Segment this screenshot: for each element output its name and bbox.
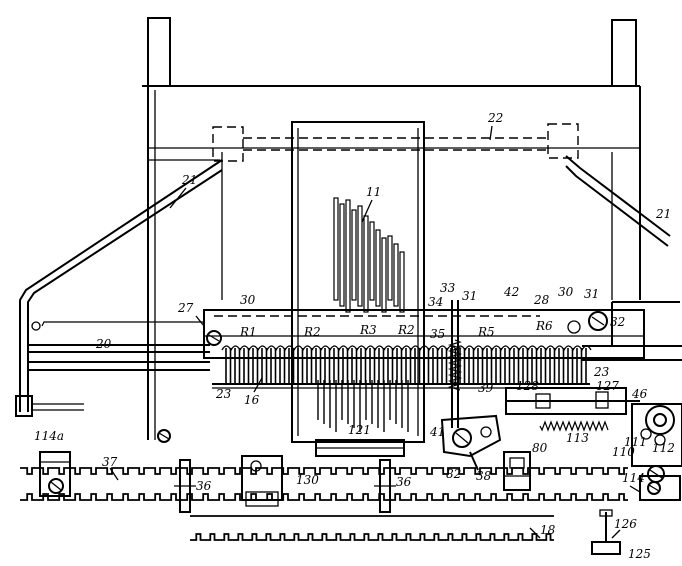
arm-21-left — [15, 159, 223, 417]
label-38: 38 — [476, 469, 492, 483]
arm-21-right — [565, 155, 671, 247]
label-130: 130 — [296, 473, 319, 487]
clamp-114a — [39, 451, 71, 497]
shaft-22 — [212, 123, 579, 162]
type-bar — [375, 229, 381, 307]
spring-coil — [41, 321, 203, 327]
lever-pivot-icon — [452, 428, 472, 448]
label-112: 112 — [652, 441, 675, 455]
carriage-30 — [203, 301, 682, 361]
label-35: 35 — [430, 327, 445, 341]
label-37: 37 — [102, 455, 118, 469]
label-22: 22 — [487, 111, 503, 125]
spring-coil — [447, 339, 463, 391]
label-30-left: 30 — [240, 293, 256, 307]
carriage-screw-left — [206, 330, 222, 346]
label-113: 113 — [566, 431, 589, 445]
reference-labels: 11 16 18 20 21 21 22 23 23 27 28 30 30 3… — [34, 111, 675, 561]
rail-20 — [28, 321, 210, 371]
comb-edge — [221, 345, 592, 352]
label-r6: R6 — [535, 319, 553, 333]
label-16: 16 — [244, 393, 260, 407]
label-42: 42 — [503, 285, 519, 299]
type-bar — [339, 203, 345, 307]
rack-bar-upper — [20, 467, 628, 501]
label-111: 111 — [624, 435, 647, 449]
label-32: 32 — [610, 315, 625, 329]
label-r2-left: R2 — [303, 325, 321, 339]
label-39: 39 — [478, 381, 494, 395]
rack-edge-bottom — [20, 493, 628, 501]
type-bar — [387, 235, 393, 301]
label-128: 128 — [516, 379, 539, 393]
label-20: 20 — [95, 337, 112, 351]
label-r2-right: R2 — [397, 323, 415, 337]
plate-121 — [315, 439, 405, 457]
spring-coil — [539, 420, 609, 432]
label-31-right: 31 — [584, 287, 599, 301]
upper-frame — [142, 17, 641, 440]
spring-35 — [447, 339, 463, 391]
slide-127 — [505, 387, 640, 415]
label-114: 114 — [622, 471, 645, 485]
label-r5: R5 — [477, 325, 495, 339]
type-bar — [351, 209, 357, 301]
label-23-left: 23 — [215, 387, 232, 401]
spring-113 — [539, 420, 609, 432]
type-bar — [333, 197, 339, 301]
label-23-right: 23 — [593, 365, 610, 379]
label-46: 46 — [631, 387, 648, 401]
label-28: 28 — [533, 293, 550, 307]
block-80 — [503, 451, 531, 491]
label-33: 33 — [440, 281, 456, 295]
spring-27 — [41, 321, 203, 327]
comb-16 — [221, 345, 592, 384]
clip-36-left — [174, 459, 196, 513]
type-bar — [393, 243, 399, 307]
label-18: 18 — [540, 523, 556, 537]
clip-36-right — [374, 459, 396, 513]
label-41: 41 — [429, 425, 445, 439]
label-r3: R3 — [359, 323, 377, 337]
rack-edge-top — [20, 467, 628, 475]
label-21-left: 21 — [181, 173, 197, 187]
label-121: 121 — [348, 423, 371, 437]
rack-bar-lower-18 — [190, 515, 554, 541]
type-bar — [363, 215, 369, 313]
rack-edge-bottom — [190, 533, 554, 541]
label-126: 126 — [614, 517, 637, 531]
lever-41 — [440, 414, 502, 471]
label-82: 82 — [446, 467, 461, 481]
label-36-right: 36 — [396, 475, 412, 489]
label-80: 80 — [532, 441, 548, 455]
label-114a: 114a — [34, 429, 64, 443]
label-31-left: 31 — [462, 289, 477, 303]
base-screw-icon — [157, 429, 171, 443]
type-bar — [381, 237, 387, 313]
label-21-right: 21 — [655, 207, 671, 221]
part-125 — [591, 509, 621, 555]
label-r1: R1 — [239, 325, 257, 339]
label-34: 34 — [428, 295, 443, 309]
clamp-114 — [639, 475, 681, 501]
screw-32 — [588, 311, 608, 331]
label-27: 27 — [177, 301, 194, 315]
label-11: 11 — [366, 185, 381, 199]
label-36-left: 36 — [196, 479, 212, 493]
label-30-right: 30 — [558, 285, 574, 299]
type-bar — [399, 251, 405, 313]
label-110: 110 — [612, 445, 635, 459]
label-127: 127 — [596, 379, 619, 393]
type-bar — [369, 221, 375, 301]
type-bar — [357, 205, 363, 307]
type-bar — [345, 199, 351, 313]
leader-lines — [109, 125, 641, 539]
type-bars — [317, 197, 409, 432]
label-125: 125 — [628, 547, 651, 561]
block-130 — [241, 455, 283, 507]
